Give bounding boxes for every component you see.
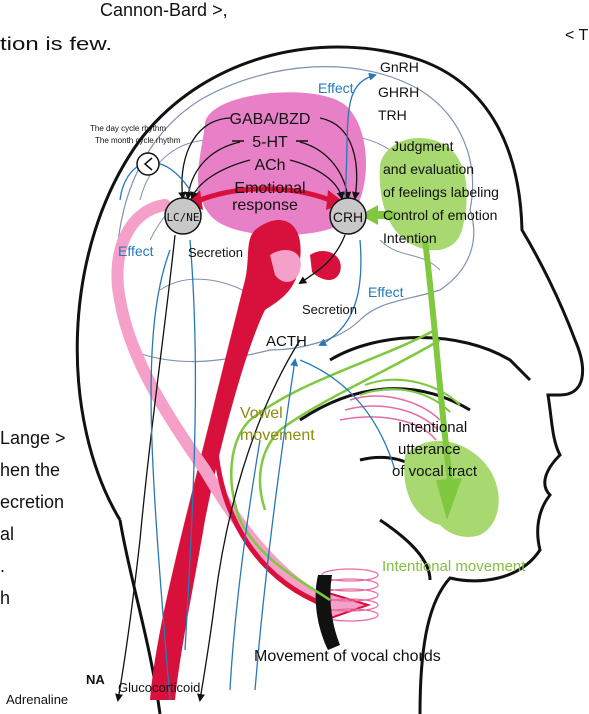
- judgment-line-5: Intention: [383, 230, 437, 246]
- side-line-3: ecretion: [0, 492, 64, 512]
- intentional-movement-label: Intentional movement: [382, 558, 526, 575]
- side-line-5: .: [0, 556, 5, 576]
- header-right-fragment: < T: [565, 27, 589, 44]
- side-line-2: hen the: [0, 460, 60, 480]
- acth-label: ACTH: [266, 333, 307, 350]
- red-lobe: [310, 251, 341, 280]
- utterance-line-3: of vocal tract: [392, 463, 478, 480]
- judgment-line-3: of feelings labeling: [383, 184, 499, 200]
- header-left-line1: Cannon-Bard >,: [100, 0, 228, 20]
- glucocorticoid-label: Glucocorticoid: [118, 680, 200, 695]
- day-cycle-label: The day cycle rhythm: [90, 124, 166, 133]
- side-line-6: h: [0, 588, 10, 608]
- judgment-line-1: Judgment: [392, 138, 454, 154]
- gnrh-label: GnRH: [380, 59, 419, 75]
- ghrh-label: GHRH: [378, 84, 419, 100]
- serotonin-label: 5-HT: [252, 134, 288, 151]
- secretion-left-label: Secretion: [188, 245, 243, 260]
- adrenaline-label: Adrenaline: [6, 692, 68, 707]
- clock-icon: [137, 153, 159, 175]
- crh-label: CRH: [333, 209, 363, 225]
- effect-right-label: Effect: [368, 284, 404, 300]
- na-label: NA: [86, 672, 105, 687]
- vowel-line-1: Vowel: [240, 405, 283, 422]
- judgment-line-4: Control of emotion: [383, 207, 497, 223]
- response-label: response: [232, 197, 298, 214]
- judgment-line-2: and evaluation: [383, 161, 474, 177]
- brainstem: [150, 220, 301, 700]
- emotional-label: Emotional: [234, 180, 305, 197]
- side-text: Lange > hen the ecretion al . h: [0, 428, 66, 608]
- utterance-line-2: utterance: [398, 441, 461, 458]
- secretion-mid-label: Secretion: [302, 302, 357, 317]
- effect-left-label: Effect: [118, 243, 154, 259]
- side-line-1: Lange >: [0, 428, 66, 448]
- ach-label: ACh: [254, 157, 285, 174]
- month-cycle-label: The month cycle rhythm: [95, 136, 181, 145]
- side-line-4: al: [0, 524, 14, 544]
- trh-label: TRH: [378, 107, 407, 123]
- utterance-line-1: Intentional: [398, 419, 467, 436]
- header-left-line2: tion is few.: [0, 34, 112, 54]
- gaba-label: GABA/BZD: [230, 111, 311, 128]
- vowel-line-2: movement: [240, 427, 315, 444]
- effect-top-label: Effect: [318, 80, 354, 96]
- lc-ne-label: LC/NE: [166, 211, 199, 224]
- vocal-chords-label: Movement of vocal chords: [254, 648, 441, 665]
